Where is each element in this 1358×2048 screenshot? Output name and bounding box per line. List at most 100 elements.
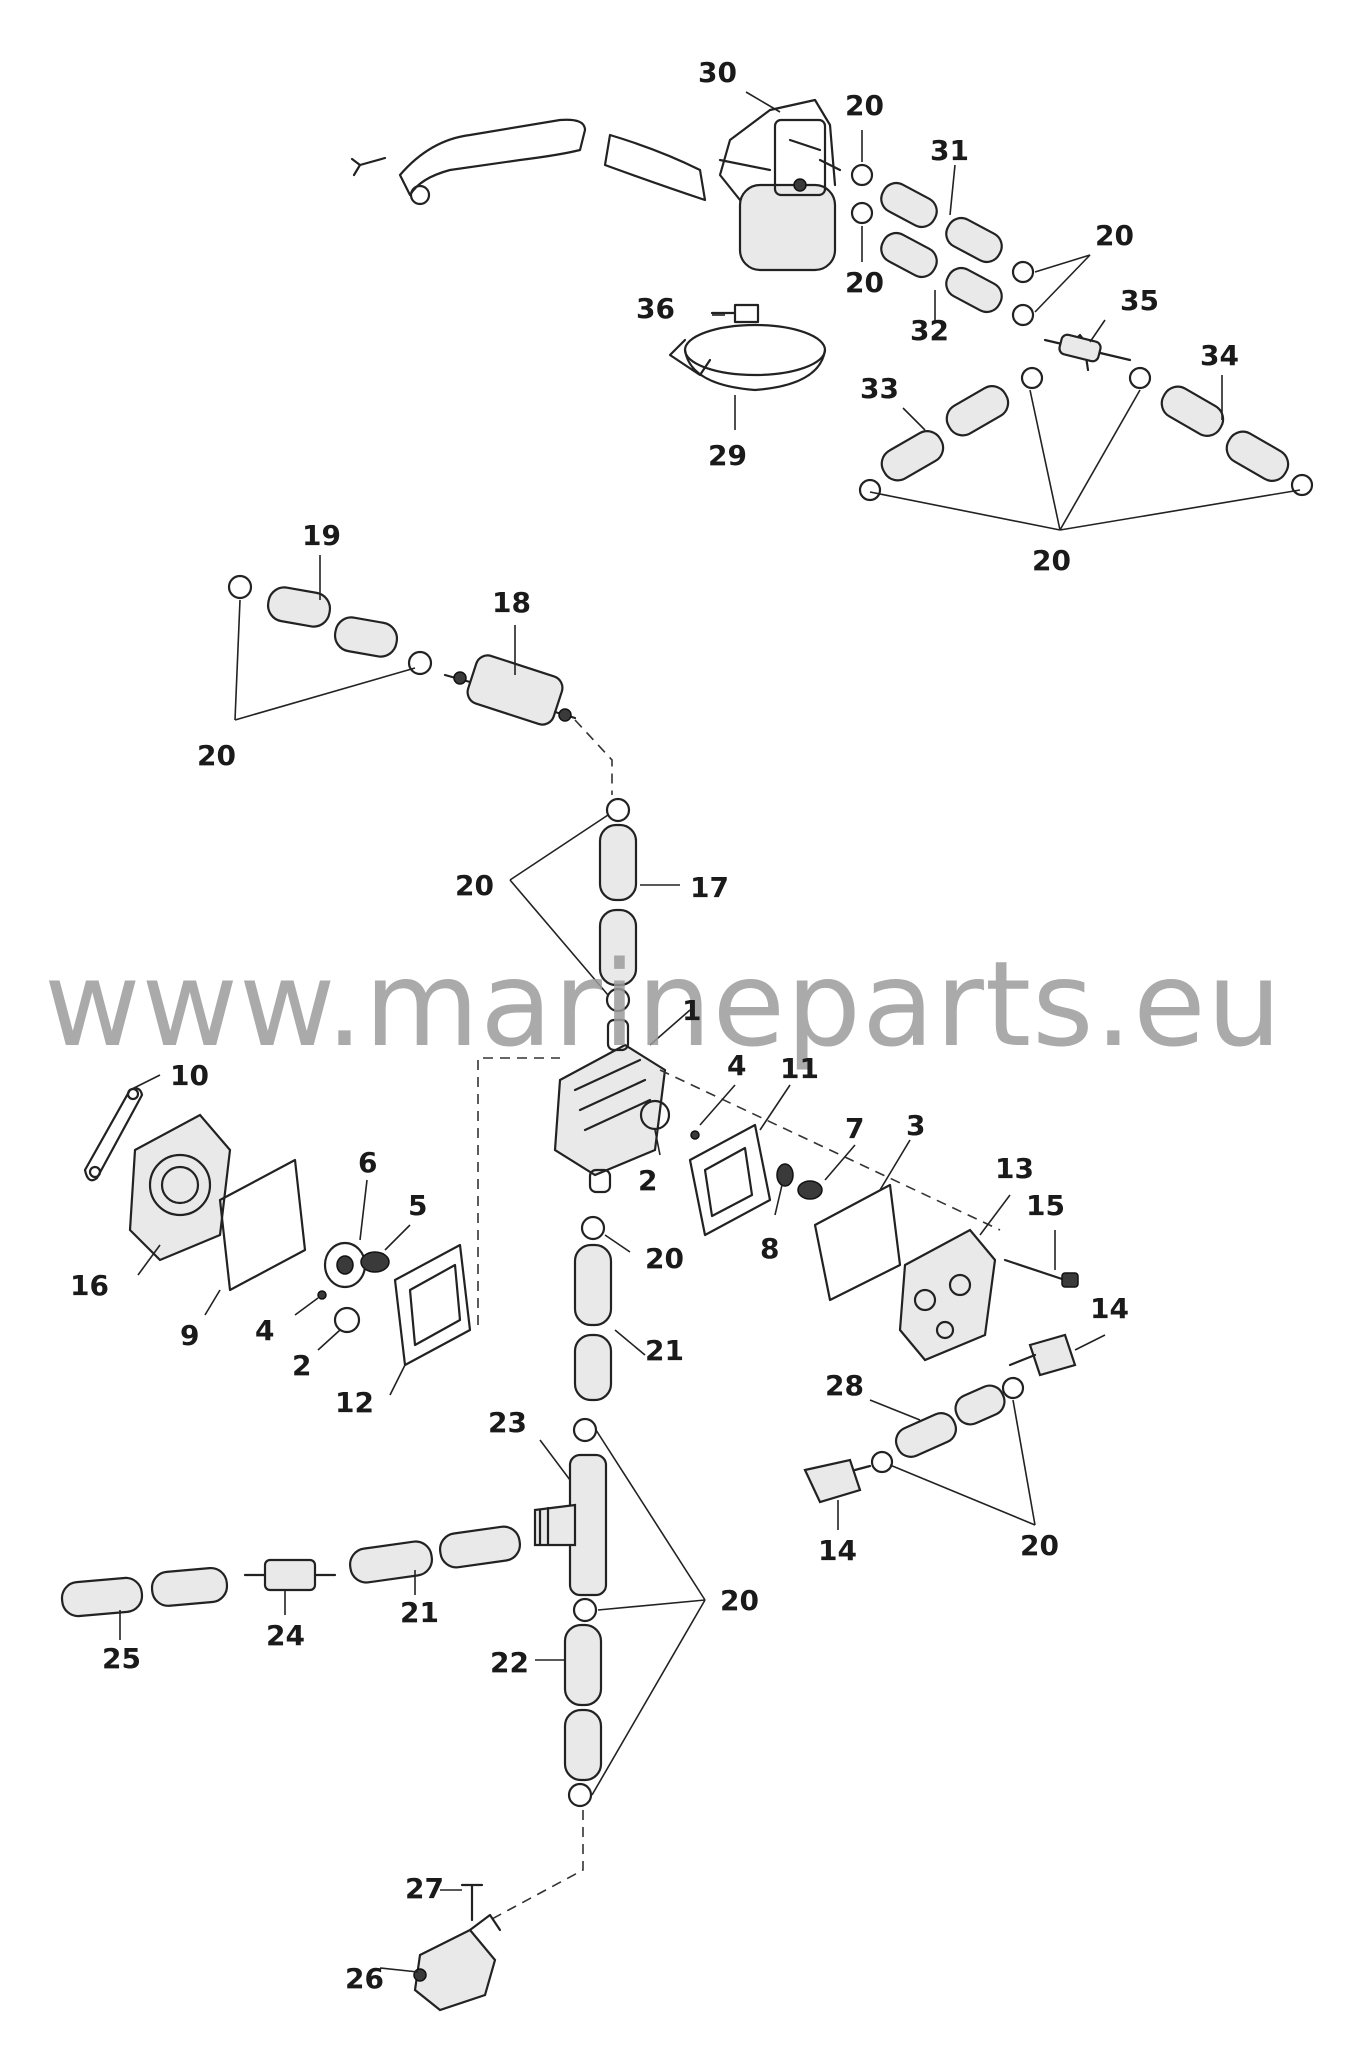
callout-2: 2 [292,1349,311,1382]
callout-18: 18 [492,586,531,619]
part-4-pin-right [690,1130,700,1140]
part-6-disc [323,1241,367,1289]
callout-9: 9 [180,1319,199,1352]
flowline-filter [574,719,613,795]
part-32-hose [880,231,1003,314]
callout-11: 11 [780,1052,819,1085]
callout-21: 21 [645,1334,684,1367]
part-12-gasket [393,1243,472,1367]
callout-7: 7 [845,1112,864,1145]
part-11-gasket [688,1123,772,1237]
part-5-spring [360,1251,390,1273]
callout-20: 20 [720,1584,759,1617]
callout-6: 6 [358,1146,377,1179]
callout-14: 14 [818,1534,857,1567]
part-13-cover [898,1228,997,1362]
callout-19: 19 [302,519,341,552]
callout-labels: 30 20 31 20 20 36 32 35 34 33 29 20 19 1… [70,56,1239,1995]
callout-4: 4 [727,1049,746,1082]
part-23-tee [533,1453,608,1597]
part-2-disc-left [333,1306,361,1334]
callout-34: 34 [1200,339,1239,372]
part-19-hose [266,586,399,658]
callout-16: 16 [70,1269,109,1302]
clamp-20-right [870,1376,1025,1474]
callout-5: 5 [408,1189,427,1222]
part-17-hose [598,797,638,1013]
callout-4: 4 [255,1314,274,1347]
part-33-hose [880,385,1010,482]
part-21-hose-lower [349,1525,522,1584]
part-30-electric-pump [350,98,842,272]
part-1-pump-body [553,1018,667,1194]
part-3-diaphragm [813,1183,902,1302]
callout-20: 20 [645,1242,684,1275]
callout-15: 15 [1026,1189,1065,1222]
flowline-lower [489,1810,584,1921]
flowline-pump-left [477,1057,560,1325]
callout-17: 17 [690,871,729,904]
callout-20: 20 [845,266,884,299]
callout-20: 20 [1032,544,1071,577]
callout-20: 20 [1095,219,1134,252]
leaders-mid-upper [234,555,680,996]
callout-2: 2 [638,1164,657,1197]
watermark: www.marineparts.eu [44,935,1283,1073]
callout-28: 28 [825,1369,864,1402]
callout-26: 26 [345,1962,384,1995]
callout-27: 27 [405,1872,444,1905]
part-15-screw [1003,1258,1079,1288]
callout-14: 14 [1090,1292,1129,1325]
callout-31: 31 [930,134,969,167]
callout-12: 12 [335,1386,374,1419]
part-29-bracket [668,323,827,430]
callout-33: 33 [860,372,899,405]
callout-20: 20 [197,739,236,772]
callout-20: 20 [1020,1529,1059,1562]
callout-30: 30 [698,56,737,89]
part-27-screw [460,1883,484,1922]
part-2-disc-right [639,1099,671,1131]
callout-13: 13 [995,1152,1034,1185]
callout-32: 32 [910,314,949,347]
callout-24: 24 [266,1619,305,1652]
part-28-hose [894,1384,1006,1458]
callout-1: 1 [682,994,701,1027]
part-4-pin-left [317,1290,327,1300]
part-14-fitting-left [803,1458,872,1504]
part-9-diaphragm [218,1158,307,1292]
part-18-fuel-filter [443,654,577,726]
part-26-fitting [413,1913,502,2012]
clamp-20-filter [227,574,433,676]
callout-25: 25 [102,1642,141,1675]
part-34-hose [1160,385,1290,482]
callout-35: 35 [1120,284,1159,317]
callout-3: 3 [906,1109,925,1142]
callout-23: 23 [488,1406,527,1439]
callout-8: 8 [760,1232,779,1265]
part-7-spring [797,1180,823,1200]
flowline-pump-right [659,1069,1001,1231]
part-22-hose [563,1623,603,1782]
callout-22: 22 [490,1646,529,1679]
part-31-hose [880,181,1003,264]
leaders-lower [119,1429,706,1973]
part-14-fitting-right [1008,1333,1077,1377]
part-8-washer [776,1163,794,1187]
part-35-tee [1043,333,1132,372]
part-24-fitting [243,1558,337,1592]
clamp-20-top [850,163,1314,502]
callout-20: 20 [455,869,494,902]
leaders-center [129,1009,1106,1530]
leaders-top [712,91,1301,531]
part-36-screw [710,303,760,324]
part-16-cover [128,1113,232,1262]
part-25-hose [60,1566,229,1618]
part-21-hose-upper [573,1215,613,1402]
callout-29: 29 [708,439,747,472]
callout-10: 10 [170,1059,209,1092]
callout-36: 36 [636,292,675,325]
callout-20: 20 [845,89,884,122]
callout-21: 21 [400,1596,439,1629]
